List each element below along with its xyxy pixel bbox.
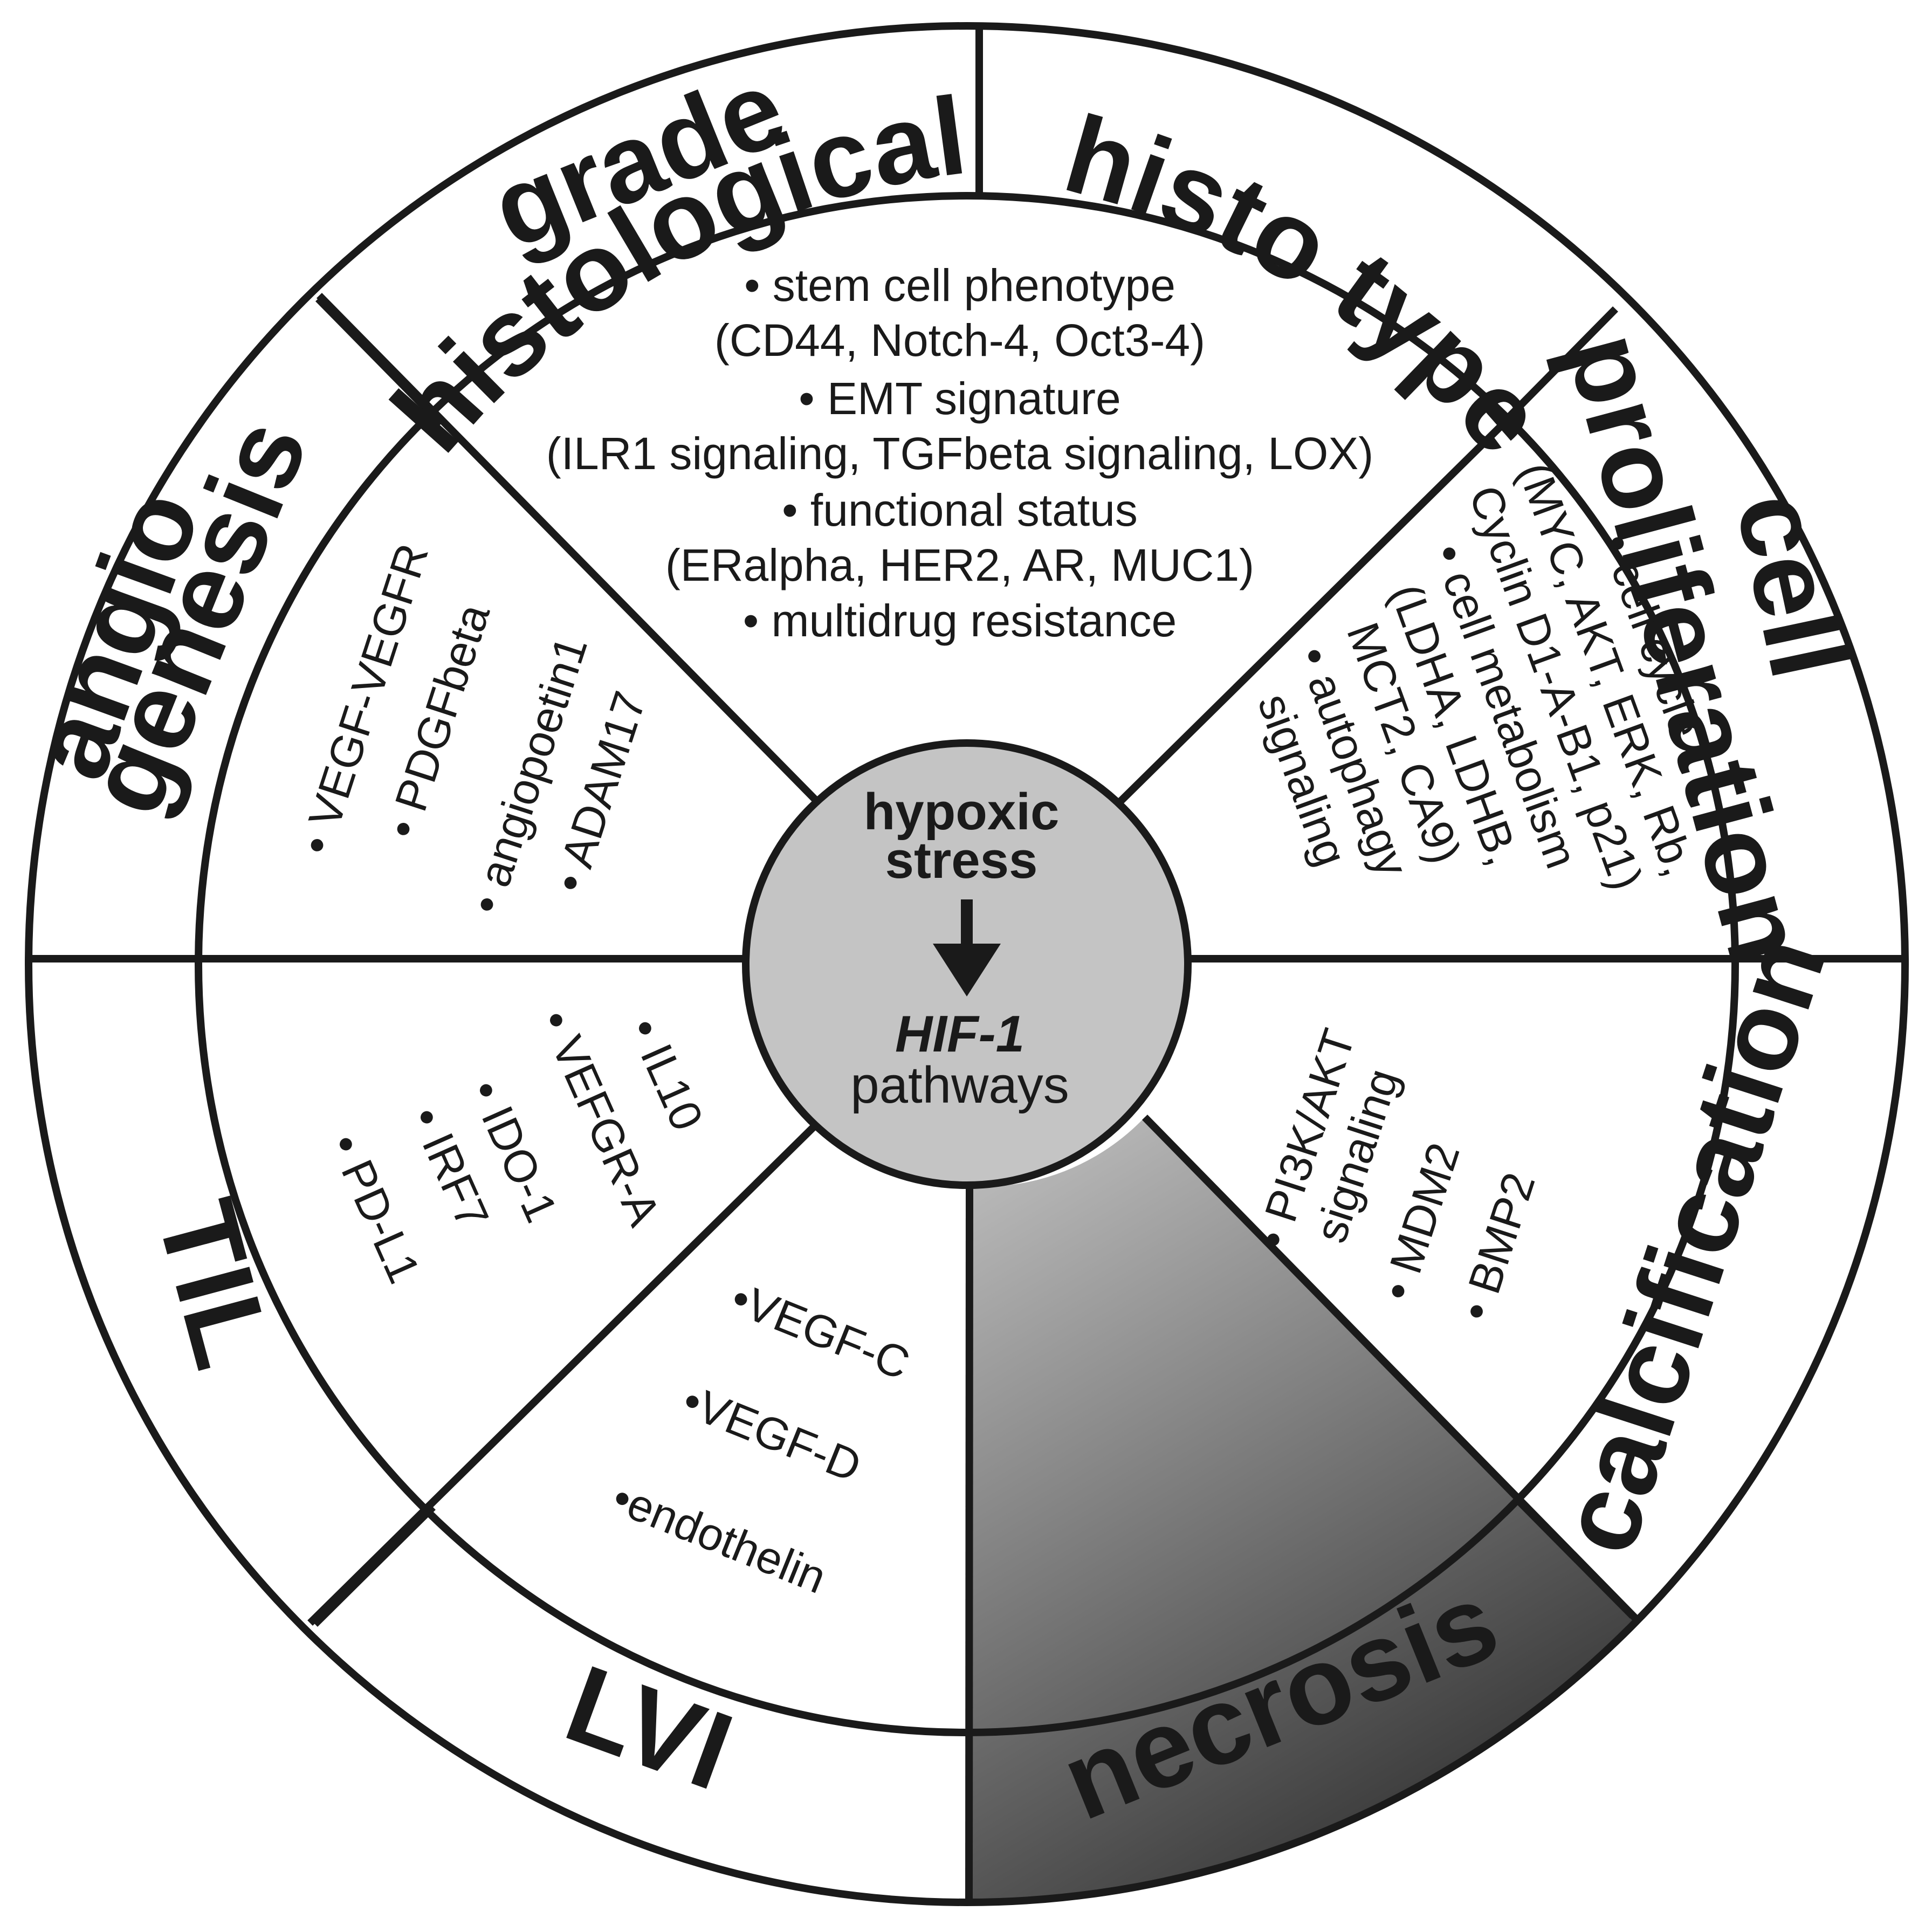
center-label: hypoxic stress HIF-1 pathways xyxy=(850,783,1069,1114)
list-item: • MDM2 xyxy=(1371,1137,1469,1306)
sector-dividers xyxy=(30,26,1905,1903)
center-hif1: HIF-1 xyxy=(895,1005,1025,1063)
necrosis-sector xyxy=(969,1117,1635,1902)
down-arrow-icon xyxy=(933,899,1001,996)
list-item: (CD44, Notch-4, Oct3-4) xyxy=(714,315,1205,366)
list-item: (ILR1 signaling, TGFbeta signaling, LOX) xyxy=(546,428,1374,479)
list-item: •endothelin xyxy=(606,1472,833,1603)
list-item: • IL10 xyxy=(620,1010,713,1138)
list-item: • functional status xyxy=(782,485,1138,535)
lvi-label: LVI xyxy=(551,1641,747,1813)
center-hypoxic: hypoxic xyxy=(864,783,1060,841)
angiogenesis-list: • VEGF-VEGFR • PDGFbeta • angiopoetin1 •… xyxy=(290,538,656,920)
list-item: • BMP2 xyxy=(1449,1166,1544,1326)
cell-proliferation-list: • cell cycle (MYC, AKT, ERK, Rb, Cyclin … xyxy=(1248,456,1712,896)
top-inner-list: • stem cell phenotype (CD44, Notch-4, Oc… xyxy=(546,260,1374,646)
list-item: • EMT signature xyxy=(799,373,1120,424)
list-item: •VEGF-C xyxy=(724,1273,917,1390)
list-item: • PD-L1 xyxy=(320,1126,430,1290)
center-stress: stress xyxy=(885,831,1038,889)
lvi-list: •VEGF-C •VEGF-D •endothelin xyxy=(606,1273,917,1603)
list-item: •VEGF-D xyxy=(676,1375,868,1492)
list-item: • stem cell phenotype xyxy=(744,260,1175,311)
til-label: TIL xyxy=(134,1188,296,1380)
outer-ring xyxy=(25,22,1909,1906)
center-pathways: pathways xyxy=(850,1056,1069,1114)
list-item: • multidrug resistance xyxy=(743,595,1177,646)
list-item: (ERalpha, HER2, AR, MUC1) xyxy=(665,540,1254,590)
calcification-label: calcification xyxy=(1535,922,1850,1568)
til-list: • IL10 • VEFGR-A • IDO-1 • IRF7 • PD-L1 xyxy=(320,1002,713,1290)
